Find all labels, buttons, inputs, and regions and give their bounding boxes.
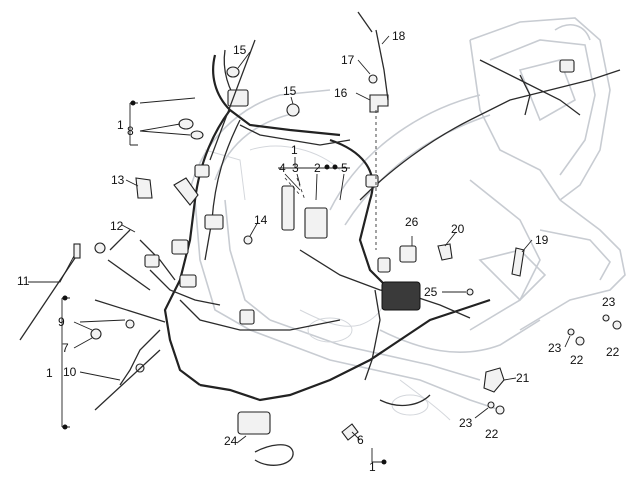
wiring-harness <box>119 49 621 407</box>
cable-tie-8 <box>190 130 204 140</box>
callout-7: 7 <box>62 341 69 355</box>
callout-22: 22 <box>606 345 620 359</box>
fuse-strip <box>281 185 295 231</box>
grommet-15 <box>226 66 240 78</box>
sensor-11 <box>73 243 81 259</box>
tie-10 <box>94 349 161 411</box>
callout-16: 16 <box>334 86 348 100</box>
cable-ties <box>19 11 389 466</box>
nut-14 <box>243 235 253 245</box>
connector-block <box>179 274 197 288</box>
callout-23: 23 <box>602 295 616 309</box>
sensor-6 <box>341 423 359 441</box>
callout-4: 4 <box>279 161 286 175</box>
leader-lines <box>28 35 571 463</box>
callout-3: 3 <box>292 161 299 175</box>
callout-23: 23 <box>459 416 473 430</box>
callout-23: 23 <box>548 341 562 355</box>
connectors <box>73 59 622 441</box>
callout-17: 17 <box>341 53 355 67</box>
bracket-dots <box>62 100 387 465</box>
callout-6: 6 <box>357 433 364 447</box>
callout-1: 1 <box>369 460 376 474</box>
grommet-15 <box>286 103 300 117</box>
callout-1: 1 <box>291 143 298 157</box>
callout-15: 15 <box>233 43 247 57</box>
screw-25 <box>466 288 474 296</box>
connector-block <box>194 164 210 178</box>
callout-13: 13 <box>111 173 125 187</box>
screw-23 <box>567 328 575 336</box>
callout-26: 26 <box>405 215 419 229</box>
connector-block <box>227 89 249 107</box>
relay <box>399 245 417 263</box>
connector-block <box>171 239 189 255</box>
callout-11: 11 <box>17 274 30 288</box>
connector-block <box>204 214 224 230</box>
cable-tie-8 <box>178 118 194 130</box>
callout-21: 21 <box>516 371 530 385</box>
callout-24: 24 <box>224 434 238 448</box>
screw-23 <box>602 314 610 322</box>
callout-8: 8 <box>127 124 134 138</box>
bracket-20 <box>437 243 453 261</box>
long-tie <box>209 39 256 161</box>
callout-15: 15 <box>283 84 297 98</box>
callout-10: 10 <box>63 365 77 379</box>
callout-18: 18 <box>392 29 406 43</box>
callout-9: 9 <box>58 315 65 329</box>
callout-22: 22 <box>485 427 499 441</box>
tie-12 <box>109 229 131 251</box>
clip-13 <box>135 177 153 199</box>
callout-20: 20 <box>451 222 465 236</box>
bracket-16 <box>369 94 389 113</box>
callout-1: 1 <box>117 118 124 132</box>
nut-22 <box>612 320 622 330</box>
callout-2: 2 <box>314 161 321 175</box>
module-box <box>237 411 271 435</box>
bracket-19 <box>511 247 525 277</box>
fuse-holder <box>304 207 328 239</box>
cable-tie-18 <box>375 29 389 101</box>
tie-12-b <box>107 259 151 291</box>
callout-22: 22 <box>570 353 584 367</box>
screw-7 <box>90 328 102 340</box>
nut-22 <box>495 405 505 415</box>
bracket-21 <box>483 367 505 393</box>
fuse-box <box>381 281 421 311</box>
grommet-12 <box>94 242 106 254</box>
callout-12: 12 <box>110 219 124 233</box>
connector-block <box>559 59 575 73</box>
nut-22 <box>575 336 585 346</box>
cable-24 <box>254 444 294 466</box>
screw-23 <box>487 401 495 409</box>
callout-5: 5 <box>341 161 348 175</box>
callout-25: 25 <box>424 285 438 299</box>
connector-block <box>144 254 160 268</box>
cable-tie-18 <box>357 11 373 33</box>
callout-1: 1 <box>46 366 53 380</box>
connector-block <box>365 174 379 188</box>
bracket <box>173 177 199 206</box>
connector-block <box>239 309 255 325</box>
callout-labels: 15 15 18 17 16 1 8 13 1 4 3 2 5 12 14 26… <box>17 29 620 474</box>
clip-9 <box>125 319 135 329</box>
callout-14: 14 <box>254 213 268 227</box>
nut-17 <box>368 74 378 84</box>
callout-19: 19 <box>535 233 549 247</box>
connector-block <box>377 257 391 273</box>
tie-9 <box>94 299 166 323</box>
